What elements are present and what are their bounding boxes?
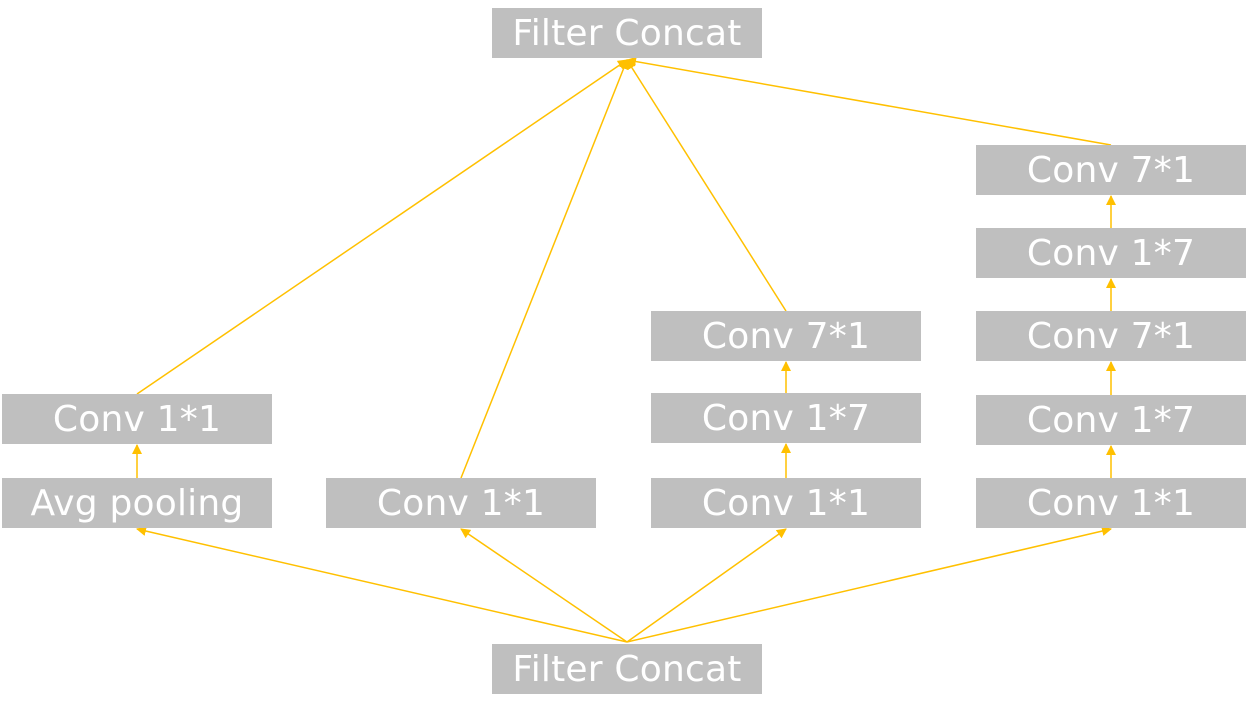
branch2-conv-1x1-node: Conv 1*1 bbox=[326, 478, 596, 528]
branch4-conv-7x1-middle-node: Conv 7*1 bbox=[976, 311, 1246, 361]
filter-concat-top-node: Filter Concat bbox=[492, 8, 762, 58]
branch3-conv-7x1-node: Conv 7*1 bbox=[651, 311, 921, 361]
branch1-avg-pooling-node: Avg pooling bbox=[2, 478, 272, 528]
arrow-b2_conv-to-top_concat bbox=[460, 59, 629, 479]
branch3-conv-1x1-node: Conv 1*1 bbox=[651, 478, 921, 528]
branch4-conv-1x7-upper-node: Conv 1*7 bbox=[976, 228, 1246, 278]
branch4-conv-1x1-node: Conv 1*1 bbox=[976, 478, 1246, 528]
branch3-conv-1x7-node: Conv 1*7 bbox=[651, 393, 921, 443]
branch4-conv-1x7-lower-node: Conv 1*7 bbox=[976, 395, 1246, 445]
branch1-conv-1x1-node: Conv 1*1 bbox=[2, 394, 272, 444]
arrow-bottom_concat-to-b2_conv bbox=[460, 528, 628, 643]
arrow-b1_conv-to-top_concat bbox=[136, 59, 628, 395]
arrow-bottom_concat-to-b3_conv1 bbox=[626, 528, 787, 643]
arrow-b4_conv5-to-top_concat bbox=[626, 56, 1112, 146]
arrow-bottom_concat-to-b1_pool bbox=[136, 526, 628, 643]
branch4-conv-7x1-top-node: Conv 7*1 bbox=[976, 145, 1246, 195]
filter-concat-bottom-node: Filter Concat bbox=[492, 644, 762, 694]
arrow-bottom_concat-to-b4_conv1 bbox=[626, 526, 1112, 643]
arrow-b3_conv3-to-top_concat bbox=[626, 59, 787, 312]
